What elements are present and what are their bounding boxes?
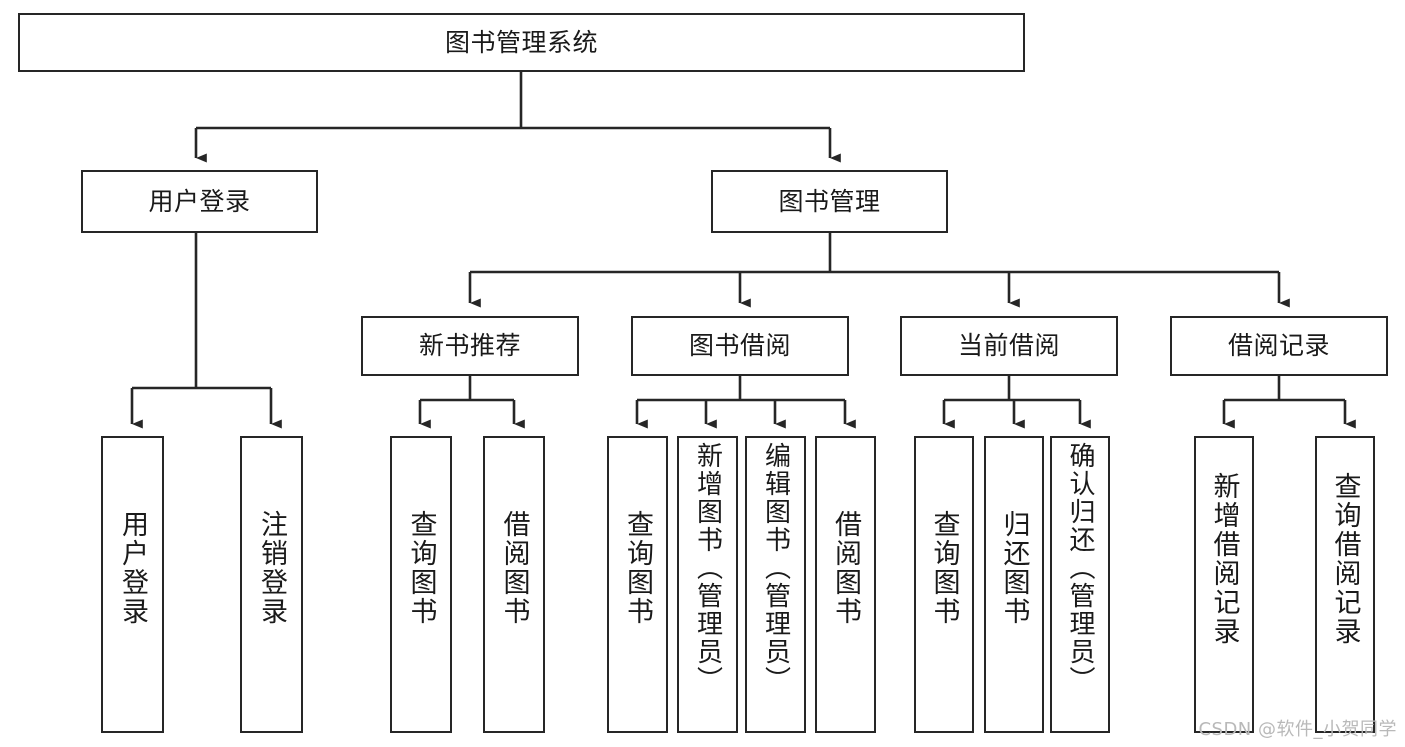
node-leaf-query-book-3-label: 查询图书 <box>928 510 960 626</box>
node-leaf-query-record[interactable]: 查询借阅记录 <box>1315 436 1375 733</box>
node-leaf-borrow-book-1[interactable]: 借阅图书 <box>483 436 545 733</box>
node-leaf-add-book[interactable]: 新增图书（管理员） <box>677 436 738 733</box>
node-leaf-logout[interactable]: 注销登录 <box>240 436 303 733</box>
node-leaf-query-book-3[interactable]: 查询图书 <box>914 436 974 733</box>
node-leaf-query-record-label: 查询借阅记录 <box>1329 472 1361 646</box>
node-borrow-record[interactable]: 借阅记录 <box>1170 316 1388 376</box>
watermark-text: CSDN @软件_小贺同学 <box>1198 719 1397 740</box>
node-new-book-recommend-label: 新书推荐 <box>418 331 521 361</box>
node-leaf-query-book-2-label: 查询图书 <box>622 510 653 626</box>
node-leaf-borrow-book-2[interactable]: 借阅图书 <box>815 436 876 733</box>
node-current-borrow-label: 当前借阅 <box>957 331 1060 361</box>
node-leaf-logout-label: 注销登录 <box>256 510 287 626</box>
node-leaf-edit-book-label: 编辑图书（管理员） <box>760 442 791 694</box>
node-current-borrow[interactable]: 当前借阅 <box>900 316 1118 376</box>
node-leaf-confirm-return-label: 确认归还（管理员） <box>1065 442 1095 694</box>
node-book-management[interactable]: 图书管理 <box>711 170 948 233</box>
node-book-borrow-label: 图书借阅 <box>688 331 791 361</box>
node-book-management-label: 图书管理 <box>778 186 881 216</box>
node-leaf-borrow-book-2-label: 借阅图书 <box>830 510 861 626</box>
node-leaf-edit-book[interactable]: 编辑图书（管理员） <box>745 436 806 733</box>
node-leaf-user-login-label: 用户登录 <box>117 510 148 626</box>
node-new-book-recommend[interactable]: 新书推荐 <box>361 316 579 376</box>
node-leaf-query-book-1-label: 查询图书 <box>405 510 437 626</box>
node-leaf-borrow-book-1-label: 借阅图书 <box>498 510 530 626</box>
node-leaf-return-book[interactable]: 归还图书 <box>984 436 1044 733</box>
node-borrow-record-label: 借阅记录 <box>1227 331 1330 361</box>
node-leaf-add-book-label: 新增图书（管理员） <box>692 442 723 694</box>
node-user-login[interactable]: 用户登录 <box>81 170 318 233</box>
node-root[interactable]: 图书管理系统 <box>18 13 1025 72</box>
node-root-label: 图书管理系统 <box>444 27 598 57</box>
node-book-borrow[interactable]: 图书借阅 <box>631 316 849 376</box>
node-leaf-query-book-2[interactable]: 查询图书 <box>607 436 668 733</box>
node-leaf-return-book-label: 归还图书 <box>998 510 1030 626</box>
node-leaf-confirm-return[interactable]: 确认归还（管理员） <box>1050 436 1110 733</box>
node-leaf-query-book-1[interactable]: 查询图书 <box>390 436 452 733</box>
node-leaf-add-record[interactable]: 新增借阅记录 <box>1194 436 1254 733</box>
node-leaf-add-record-label: 新增借阅记录 <box>1208 472 1240 646</box>
node-leaf-user-login[interactable]: 用户登录 <box>101 436 164 733</box>
node-user-login-label: 用户登录 <box>148 186 251 216</box>
